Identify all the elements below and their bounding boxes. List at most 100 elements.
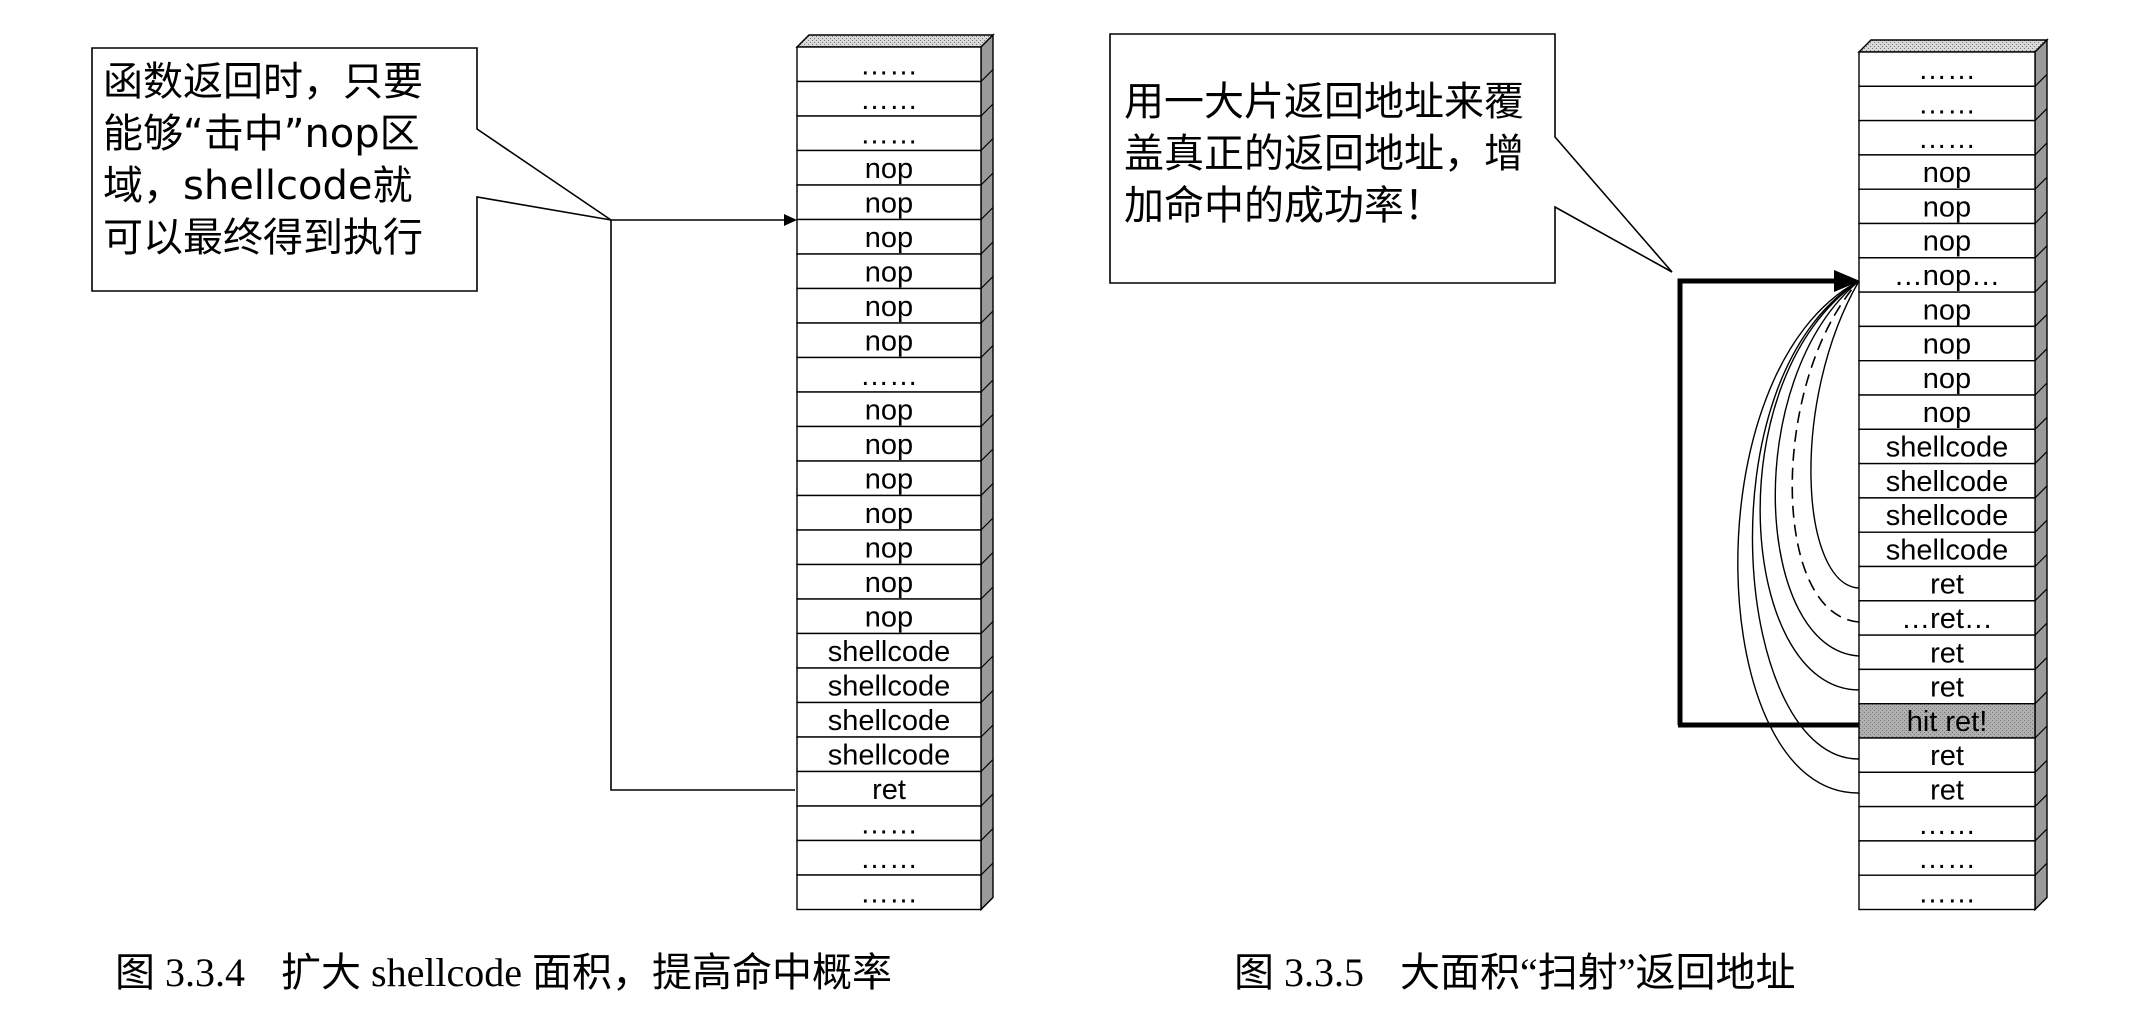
right-stack-cell-label: …… (1918, 809, 1976, 841)
right-stack-cell (1858, 222, 2036, 259)
left-stack-side-edge (980, 103, 994, 117)
right-callout-line: 用一大片返回地址来覆 (1124, 79, 1524, 125)
left-stack-cell-label: nop (865, 532, 913, 564)
left-caption-number: 图 3.3.4 (115, 950, 245, 995)
right-stack-top-face (1857, 39, 2049, 53)
left-stack-cell-label: nop (865, 567, 913, 599)
left-stack-cell (796, 115, 982, 152)
fan-curve-ret-dashed (1791, 280, 1860, 623)
left-stack-column: ………………nopnopnopnopnopnop……nopnopnopnopno… (795, 33, 995, 912)
left-callout-line: 能够“击中”nop区 (103, 111, 420, 157)
left-stack-side-edge (980, 552, 994, 565)
right-stack-side-edge (2034, 519, 2048, 533)
fan-curve-ret-5 (1737, 280, 1860, 794)
right-stack-side-edge (2034, 279, 2048, 293)
right-stack-cell (1858, 668, 2036, 705)
right-stack-cell-label: ret (1930, 774, 1964, 806)
right-stack-side-edge (2034, 897, 2048, 910)
right-stack-cell-label: nop (1923, 191, 1971, 223)
right-caption-text: 大面积“扫射”返回地址 (1400, 950, 1796, 995)
left-stack-cell (796, 391, 982, 428)
right-stack-cell (1858, 462, 2036, 499)
right-stack-cell (1858, 154, 2036, 190)
left-stack-cell-label: nop (865, 429, 913, 461)
right-stack-cell-label: …… (1918, 123, 1976, 155)
right-stack-cell-label: …… (1918, 54, 1976, 86)
right-stack-cell (1858, 874, 2036, 911)
right-stack-cell-label: ret (1930, 637, 1964, 669)
left-stack-cell (796, 736, 982, 773)
left-stack-side-edge (980, 655, 994, 669)
left-stack-side-edge (980, 345, 994, 358)
left-stack-cell-label: ret (872, 774, 906, 806)
left-stack-cell-label: …… (860, 84, 918, 116)
left-callout-line: 可以最终得到执行 (103, 215, 423, 261)
right-thick-arrowhead (1834, 270, 1860, 292)
right-stack-side-edge (2034, 554, 2048, 567)
left-stack-cell-label: nop (865, 187, 913, 219)
left-stack-cell (796, 839, 982, 876)
right-stack-cell-label: ret (1930, 569, 1964, 601)
left-stack-cell-label: …… (860, 360, 918, 392)
left-stack-side-edge (980, 172, 994, 186)
left-stack-cell-label: …… (860, 808, 918, 840)
left-stack-cell-label: …… (860, 843, 918, 875)
left-stack-cell-label: nop (865, 325, 913, 357)
left-stack-side-face (980, 33, 994, 912)
right-stack-cell (1858, 497, 2036, 533)
left-connector-line (610, 220, 795, 791)
right-stack-side-edge (2034, 588, 2048, 602)
left-arrowhead (784, 214, 797, 226)
right-stack-side-edge (2034, 485, 2048, 499)
left-stack-side-edge (980, 690, 994, 703)
left-stack-cell (796, 494, 982, 531)
right-stack-cell-label: hit ret! (1907, 706, 1988, 738)
right-stack-side-edge (2034, 313, 2048, 327)
right-stack-side-edge (2034, 725, 2048, 739)
left-stack-side-edge (980, 897, 994, 910)
left-stack-cell-label: shellcode (828, 636, 951, 668)
right-stack-cell-label: shellcode (1886, 466, 2009, 498)
fan-curve-ret-1 (1810, 280, 1860, 589)
left-callout-line: 函数返回时，只要 (103, 59, 423, 105)
left-stack-side-edge (980, 517, 994, 531)
right-stack-cell-label: shellcode (1886, 500, 2009, 532)
right-stack-cell-label: nop (1923, 226, 1971, 258)
right-callout-text: 用一大片返回地址来覆 盖真正的返回地址，增 加命中的成功率！ (1124, 76, 1524, 232)
left-stack-cell-label: …… (860, 49, 918, 81)
right-stack-side-edge (2034, 73, 2048, 87)
right-stack-cell-label: ret (1930, 672, 1964, 704)
right-stack-side-edge (2034, 794, 2048, 808)
left-stack-cell-label: nop (865, 291, 913, 323)
right-stack-cell-label: nop (1923, 397, 1971, 429)
left-stack-cell-label: …… (860, 118, 918, 150)
right-stack-cell-label: …ret… (1901, 603, 1993, 635)
right-stack-cell (1858, 360, 2036, 396)
left-stack-side-edge (980, 276, 994, 289)
right-stack-cell (1858, 85, 2036, 122)
right-stack-side-edge (2034, 862, 2048, 876)
left-stack-side-edge (980, 483, 994, 496)
right-stack-cell-label: …… (1918, 877, 1976, 909)
left-stack-cell (796, 149, 982, 186)
right-stack-cell (1858, 119, 2036, 156)
right-stack-side-edge (2034, 451, 2048, 465)
left-stack-cell (796, 287, 982, 324)
right-stack-cell (1858, 257, 2036, 293)
left-stack-cell-label: …… (860, 877, 918, 909)
left-stack-side-edge (980, 724, 994, 738)
right-stack-cell (1858, 771, 2036, 808)
left-stack-cell (796, 874, 982, 911)
left-stack-side-edge (980, 586, 994, 600)
right-stack-cell-label: …… (1918, 843, 1976, 875)
right-stack-side-edge (2034, 108, 2048, 122)
left-stack-cell (796, 322, 982, 359)
left-stack-side-edge (980, 310, 994, 324)
left-stack-cell-label: nop (865, 601, 913, 633)
left-stack-side-edge (980, 207, 994, 220)
left-stack-cell (796, 770, 982, 807)
left-stack-cell (796, 805, 982, 842)
right-stack-cell (1858, 51, 2036, 87)
